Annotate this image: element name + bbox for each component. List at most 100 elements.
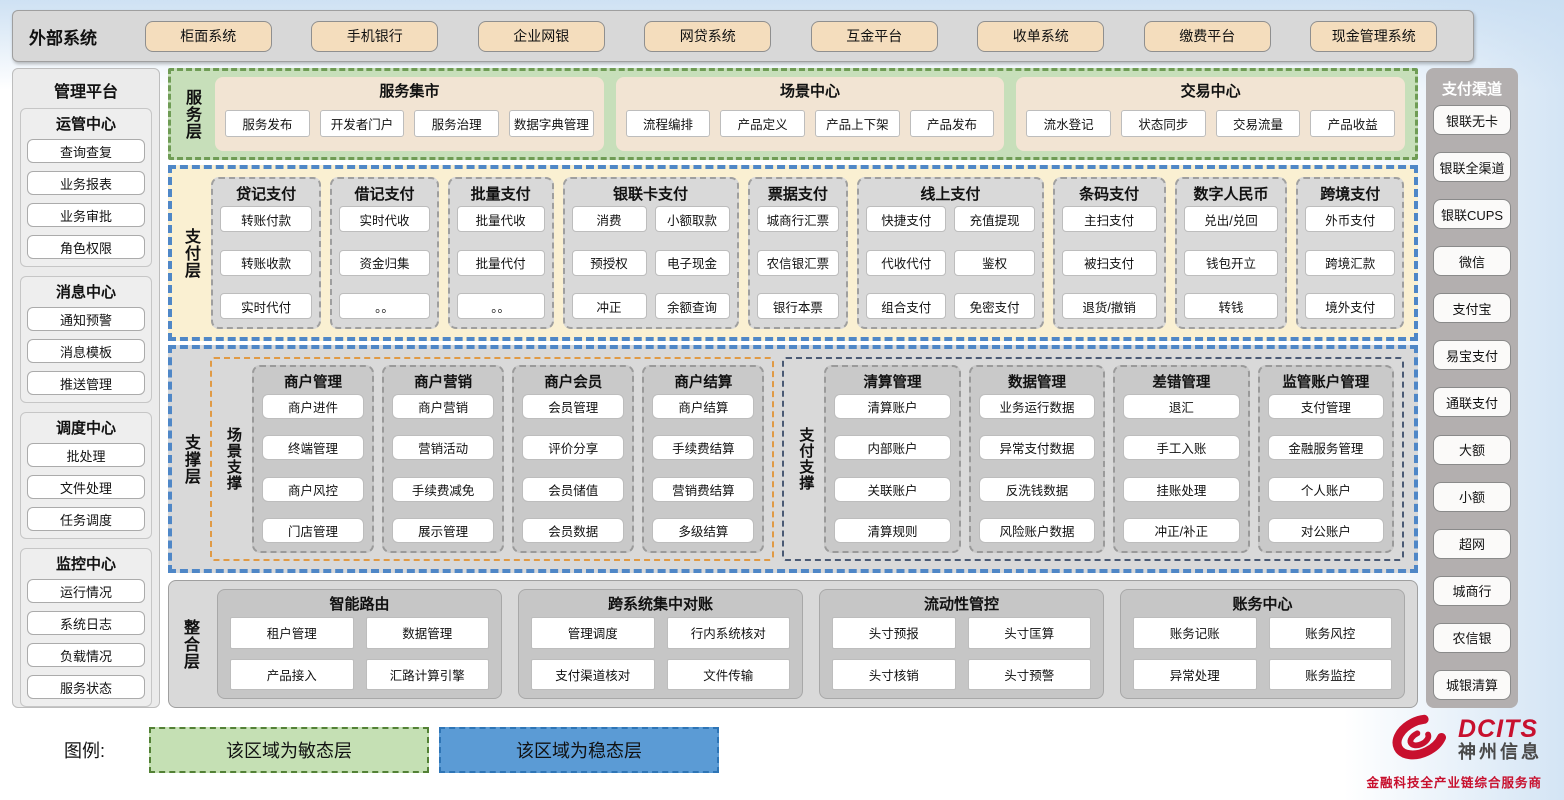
module-box: 业务运行数据 bbox=[978, 394, 1096, 419]
module-box: 会员管理 bbox=[522, 394, 625, 419]
module-box: 账务风控 bbox=[1268, 617, 1392, 649]
module-box: 关联账户 bbox=[834, 476, 951, 502]
module-box: 快捷支付 bbox=[866, 206, 947, 232]
module-box: 通知预警 bbox=[27, 307, 145, 331]
payment-column-debit: 借记支付 实时代收资金归集。。 bbox=[330, 177, 439, 329]
module-box: 鉴权 bbox=[954, 249, 1035, 276]
module-box: 境外支付 bbox=[1305, 293, 1395, 319]
module-box: 异常处理 bbox=[1133, 658, 1257, 690]
module-box: 挂账处理 bbox=[1123, 476, 1240, 502]
module-box: 服务治理 bbox=[414, 109, 500, 137]
module-box: 免密支付 bbox=[954, 293, 1035, 319]
module-box: 交易流量 bbox=[1215, 109, 1301, 137]
external-systems-bar: 外部系统 柜面系统手机银行企业网银网贷系统互金平台收单系统缴费平台现金管理系统 bbox=[12, 10, 1474, 62]
group-merchant-member: 商户会员 会员管理评价分享会员储值会员数据 bbox=[512, 365, 635, 553]
module-box: 汇路计算引擎 bbox=[365, 658, 489, 690]
brand-logo: DCITS 神州信息 金融科技全产业链综合服务商 bbox=[1366, 710, 1548, 791]
payment-layer: 支付层 贷记支付 转账付款转账收款实时代付 借记支付 实时代收资金归集。。 批量… bbox=[168, 165, 1418, 341]
module-box: 评价分享 bbox=[522, 435, 625, 461]
module-box: 产品定义 bbox=[720, 109, 806, 137]
payment-support-label: 支付支撑 bbox=[797, 427, 815, 491]
management-platform-title: 管理平台 bbox=[53, 84, 118, 101]
module-box: 数据管理 bbox=[365, 617, 489, 649]
module-box: 批处理 bbox=[27, 443, 145, 467]
module-box: 服务发布 bbox=[225, 109, 310, 137]
support-layer-label: 支撑层 bbox=[182, 433, 199, 485]
module-box: 电子现金 bbox=[654, 249, 730, 276]
legend-agile-layer: 该区域为敏态层 bbox=[149, 727, 430, 773]
module-box: 冲正/补正 bbox=[1123, 517, 1240, 543]
module-box: 异常支付数据 bbox=[978, 435, 1096, 461]
module-box: 资金归集 bbox=[339, 249, 430, 276]
module-box: 头寸预报 bbox=[832, 617, 956, 649]
module-box: 组合支付 bbox=[866, 293, 947, 319]
module-box: 跨境汇款 bbox=[1305, 249, 1395, 276]
module-box: 业务审批 bbox=[27, 203, 145, 227]
module-box: 产品收益 bbox=[1310, 109, 1396, 137]
module-box: 钱包开立 bbox=[1183, 249, 1279, 276]
module-box: 转账收款 bbox=[220, 249, 313, 276]
external-system-box: 柜面系统 bbox=[144, 20, 272, 52]
module-box: 退货/撤销 bbox=[1061, 293, 1157, 319]
scene-support-label: 场景支撑 bbox=[225, 427, 242, 491]
module-box: 转钱 bbox=[1183, 293, 1279, 319]
module-box: 金融服务管理 bbox=[1267, 435, 1385, 461]
module-box: 头寸预警 bbox=[967, 658, 1091, 690]
module-box: 。。 bbox=[339, 293, 430, 319]
module-box: 被扫支付 bbox=[1061, 249, 1157, 276]
module-box: 清算规则 bbox=[834, 517, 951, 543]
module-box: 。。 bbox=[456, 293, 545, 319]
module-box: 账务监控 bbox=[1268, 658, 1392, 690]
group-message-center: 消息中心 通知预警消息模板推送管理 bbox=[20, 276, 152, 403]
scene-support-section: 场景支撑 商户管理 商户进件终端管理商户风控门店管理 商户营销 商户营销营销活动… bbox=[210, 357, 775, 561]
payment-column-bill: 票据支付 城商行汇票农信银汇票银行本票 bbox=[747, 177, 849, 329]
module-box: 数据字典管理 bbox=[509, 109, 594, 137]
group-service-market: 服务集市 服务发布开发者门户服务治理数据字典管理 bbox=[215, 77, 604, 151]
group-monitor-center: 监控中心 运行情况系统日志负载情况服务状态 bbox=[20, 548, 152, 707]
external-system-box: 互金平台 bbox=[810, 20, 938, 52]
payment-channels-title: 支付渠道 bbox=[1441, 81, 1502, 98]
footer-row: 图例: 该区域为敏态层 该区域为稳态层 DCITS 神州信息 金融 bbox=[12, 708, 1552, 800]
module-box: 业务报表 bbox=[27, 171, 145, 195]
group-operation-center: 运管中心 查询查复业务报表业务审批角色权限 bbox=[20, 108, 152, 267]
module-box: 角色权限 bbox=[27, 235, 145, 259]
module-box: 手续费减免 bbox=[392, 476, 495, 502]
module-box: 个人账户 bbox=[1267, 476, 1385, 502]
module-box: 账务记账 bbox=[1133, 617, 1257, 649]
module-box: 对公账户 bbox=[1267, 517, 1385, 543]
module-box: 多级结算 bbox=[652, 517, 755, 543]
external-system-box: 收单系统 bbox=[977, 20, 1105, 52]
module-box: 运行情况 bbox=[27, 579, 145, 603]
module-box: 营销活动 bbox=[392, 435, 495, 461]
module-box: 头寸匡算 bbox=[967, 617, 1091, 649]
group-cross-system-reconciliation: 跨系统集中对账 管理调度行内系统核对支付渠道核对文件传输 bbox=[518, 589, 803, 699]
module-box: 手续费结算 bbox=[652, 435, 755, 461]
brand-company: 神州信息 bbox=[1458, 741, 1542, 762]
module-box: 终端管理 bbox=[262, 435, 365, 461]
module-box: 批量代收 bbox=[456, 206, 545, 232]
payment-column-online: 线上支付 快捷支付充值提现代收代付鉴权组合支付免密支付 bbox=[857, 177, 1044, 329]
module-box: 服务状态 bbox=[27, 675, 145, 699]
module-box: 产品上下架 bbox=[815, 109, 900, 137]
module-box: 营销费结算 bbox=[652, 476, 755, 502]
payment-column-unionpay-card: 银联卡支付 消费小额取款预授权电子现金冲正余额查询 bbox=[562, 177, 739, 329]
module-box: 冲正 bbox=[571, 293, 647, 319]
payment-column-credit: 贷记支付 转账付款转账收款实时代付 bbox=[211, 177, 322, 329]
module-box: 门店管理 bbox=[262, 517, 365, 543]
integration-layer-label: 整合层 bbox=[181, 618, 198, 670]
module-box: 预授权 bbox=[571, 249, 647, 276]
group-regulatory-account-management: 监管账户管理 支付管理金融服务管理个人账户对公账户 bbox=[1257, 365, 1395, 553]
group-trade-center: 交易中心 流水登记状态同步交易流量产品收益 bbox=[1016, 77, 1406, 151]
module-box: 反洗钱数据 bbox=[978, 476, 1096, 502]
module-box: 消息模板 bbox=[27, 339, 145, 363]
module-box: 城商行汇票 bbox=[756, 206, 840, 232]
module-box: 批量代付 bbox=[456, 249, 545, 276]
group-merchant-marketing: 商户营销 商户营销营销活动手续费减免展示管理 bbox=[382, 365, 505, 553]
module-box: 实时代付 bbox=[220, 293, 313, 319]
legend-stable-layer: 该区域为稳态层 bbox=[439, 727, 720, 773]
channel-box: 银联无卡 bbox=[1433, 105, 1511, 135]
module-box: 主扫支付 bbox=[1061, 206, 1157, 232]
module-box: 商户结算 bbox=[652, 394, 755, 419]
channel-box: 银联全渠道 bbox=[1433, 152, 1511, 183]
